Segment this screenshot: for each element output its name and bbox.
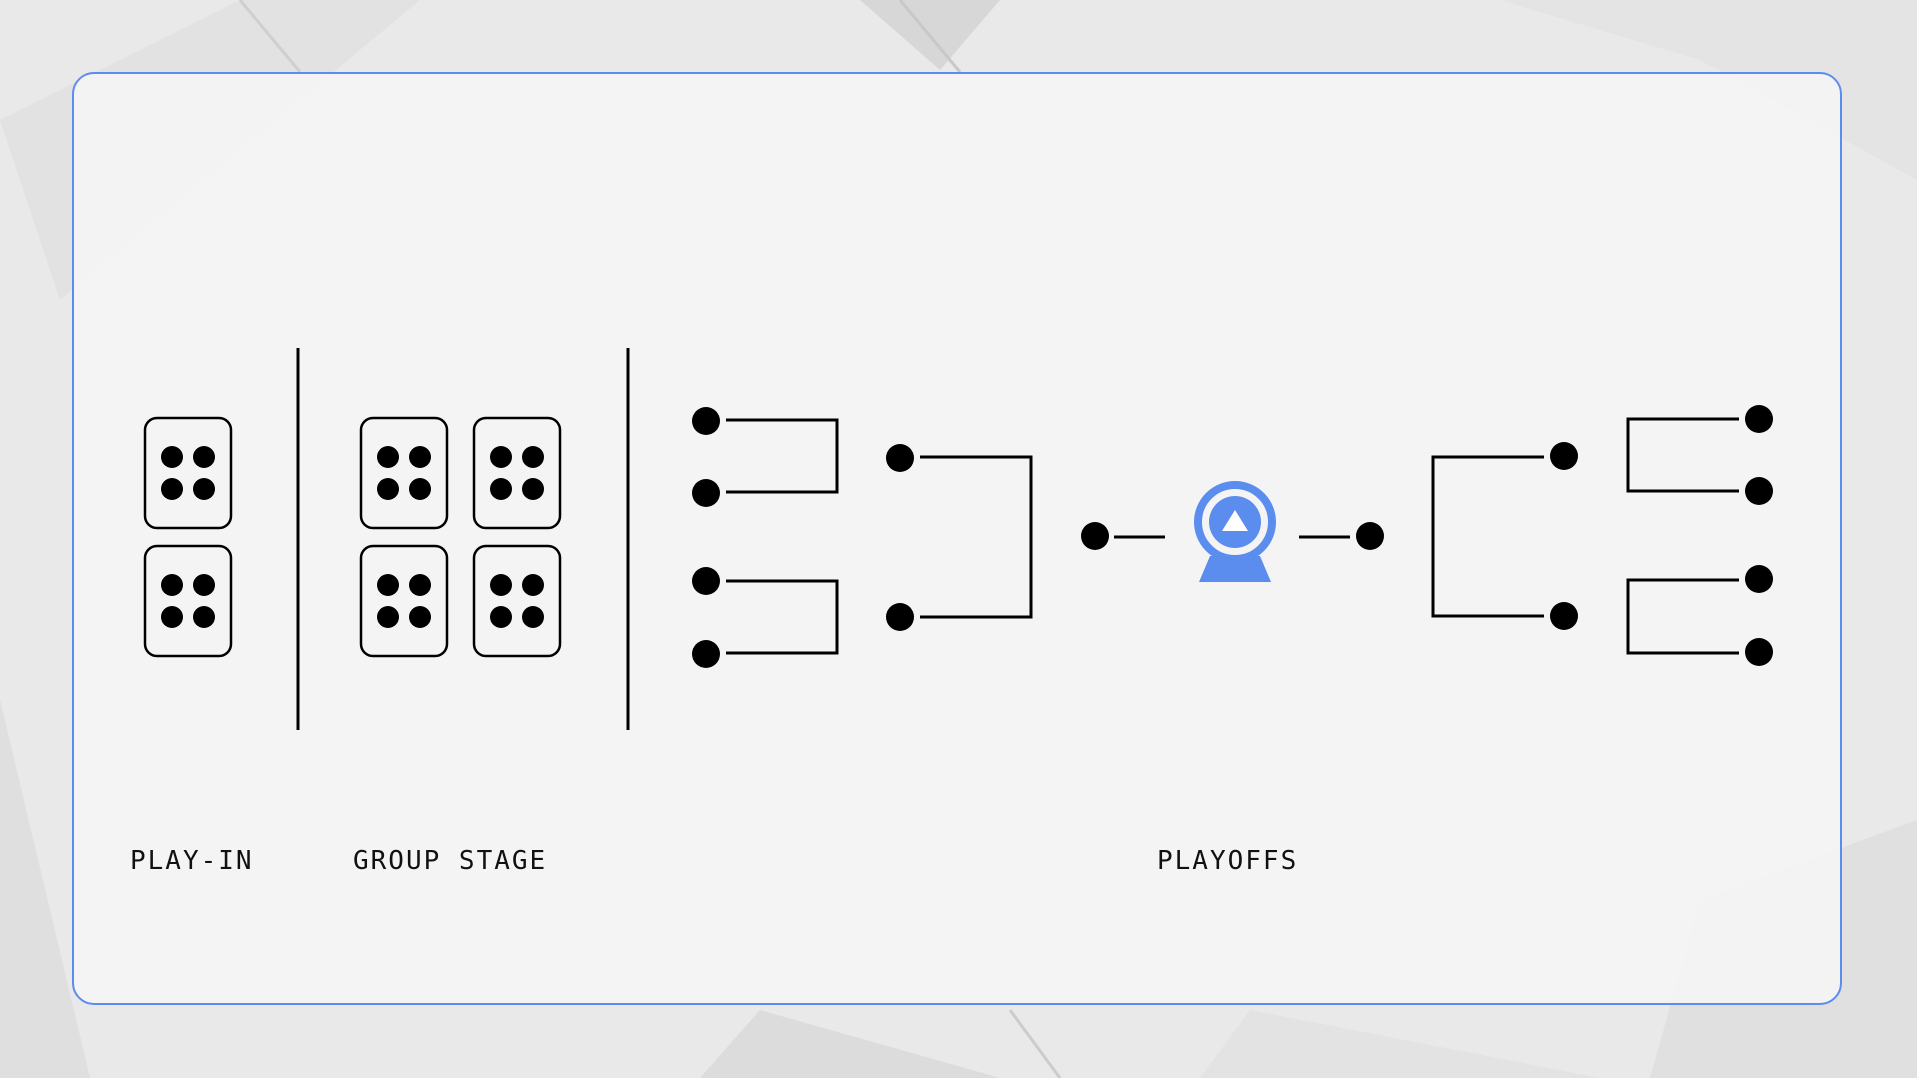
bracket-seed-dot bbox=[1745, 565, 1773, 593]
right-bracket bbox=[1299, 405, 1773, 666]
trophy-icon bbox=[1194, 481, 1276, 582]
bracket-seed-dot bbox=[1550, 602, 1578, 630]
bracket-seed-dot bbox=[1745, 638, 1773, 666]
bracket-seed-dot bbox=[886, 444, 914, 472]
four-dot-card-icon bbox=[472, 416, 562, 530]
four-dot-card-icon bbox=[143, 544, 233, 658]
left-bracket bbox=[692, 407, 1165, 668]
group-stage-label: GROUP STAGE bbox=[353, 846, 548, 876]
tournament-format-card bbox=[72, 72, 1842, 1005]
bracket-seed-dot bbox=[1745, 405, 1773, 433]
bracket-seed-dot bbox=[1081, 522, 1109, 550]
bracket-seed-dot bbox=[886, 603, 914, 631]
four-dot-card-icon bbox=[359, 416, 449, 530]
bracket-seed-dot bbox=[692, 407, 720, 435]
bracket-seed-dot bbox=[1356, 522, 1384, 550]
group-stage-group bbox=[359, 416, 562, 658]
bracket-seed-dot bbox=[1745, 477, 1773, 505]
playoffs-label: PLAYOFFS bbox=[1157, 846, 1299, 876]
four-dot-card-icon bbox=[472, 544, 562, 658]
bracket-seed-dot bbox=[692, 479, 720, 507]
four-dot-card-icon bbox=[143, 416, 233, 530]
play-in-group bbox=[143, 416, 233, 658]
bracket-seed-dot bbox=[692, 567, 720, 595]
play-in-label: PLAY-IN bbox=[130, 846, 254, 876]
four-dot-card-icon bbox=[359, 544, 449, 658]
bracket-seed-dot bbox=[1550, 442, 1578, 470]
bracket-seed-dot bbox=[692, 640, 720, 668]
